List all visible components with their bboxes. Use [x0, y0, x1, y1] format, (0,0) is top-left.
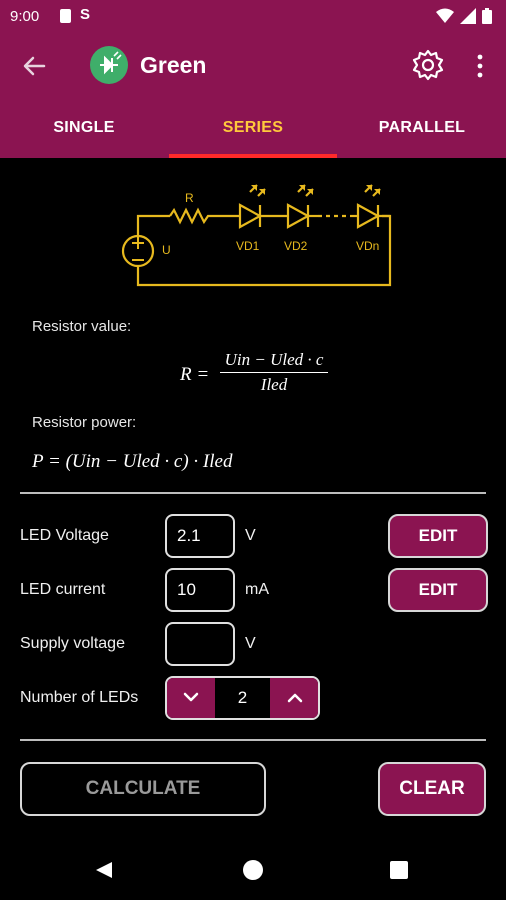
sim-card-icon: [60, 9, 71, 23]
nav-recents-icon[interactable]: [390, 861, 408, 879]
chevron-down-icon: [183, 692, 199, 702]
led-current-input[interactable]: [165, 568, 235, 612]
increment-button[interactable]: [270, 678, 318, 718]
more-options-icon[interactable]: [470, 50, 490, 82]
nav-home-icon[interactable]: [243, 860, 263, 880]
tab-indicator: [169, 154, 337, 158]
led-voltage-input[interactable]: [165, 514, 235, 558]
led2-label: VD2: [284, 239, 308, 253]
page-title: Green: [140, 52, 207, 78]
tab-single[interactable]: SINGLE: [53, 119, 115, 136]
battery-icon: [482, 8, 492, 24]
gear-icon[interactable]: [411, 48, 445, 82]
resistor-power-formula: P = (Uin − Uled · c) · Iled: [32, 451, 233, 472]
status-bar: 9:00 S: [0, 0, 506, 34]
resistor-formula-lhs: R =: [180, 364, 210, 385]
tab-parallel[interactable]: PARALLEL: [378, 119, 466, 136]
carrier-icon: S: [80, 6, 91, 23]
app-logo: [90, 46, 128, 84]
ledn-label: VDn: [356, 239, 379, 253]
resistor-label: R: [185, 191, 194, 205]
led-current-unit: mA: [245, 581, 269, 598]
led-current-label: LED current: [20, 581, 106, 598]
supply-voltage-label: Supply voltage: [20, 635, 125, 652]
resistor-value-label: Resistor value:: [32, 318, 132, 335]
resistor-formula-numerator: Uin − Uled · c: [220, 350, 328, 373]
supply-voltage-input[interactable]: [165, 622, 235, 666]
led-voltage-label: LED Voltage: [20, 527, 109, 544]
resistor-formula-fraction: Uin − Uled · c Iled: [220, 350, 328, 395]
clear-button[interactable]: CLEAR: [378, 762, 486, 816]
signal-icon: [460, 8, 476, 24]
status-time: 9:00: [10, 8, 40, 25]
edit-led-voltage-button[interactable]: EDIT: [388, 514, 488, 558]
app-bar: Green: [0, 34, 506, 98]
number-of-leds-stepper: 2: [165, 676, 320, 720]
nav-back-icon[interactable]: [94, 860, 114, 880]
source-label: U: [162, 243, 171, 257]
back-arrow-icon[interactable]: [18, 50, 50, 82]
supply-voltage-unit: V: [245, 635, 256, 652]
number-of-leds-label: Number of LEDs: [20, 689, 139, 706]
wifi-icon: [436, 8, 454, 23]
decrement-button[interactable]: [167, 678, 215, 718]
divider-bottom: [20, 739, 486, 741]
divider-top: [20, 492, 486, 494]
resistor-formula-denominator: Iled: [260, 375, 288, 394]
chevron-up-icon: [287, 693, 303, 703]
system-nav-bar: [0, 840, 506, 900]
calculate-button[interactable]: CALCULATE: [20, 762, 266, 816]
led-voltage-unit: V: [245, 527, 256, 544]
tab-series[interactable]: SERIES: [222, 119, 284, 136]
resistor-power-label: Resistor power:: [32, 414, 137, 431]
tab-bar: SINGLE SERIES PARALLEL: [0, 98, 506, 158]
number-of-leds-value: 2: [215, 678, 270, 718]
led-logo-icon: [100, 51, 122, 75]
edit-led-current-button[interactable]: EDIT: [388, 568, 488, 612]
status-icons: [436, 8, 492, 24]
led1-label: VD1: [236, 239, 260, 253]
series-circuit-diagram: R U VD1 VD2 VDn: [121, 184, 392, 287]
